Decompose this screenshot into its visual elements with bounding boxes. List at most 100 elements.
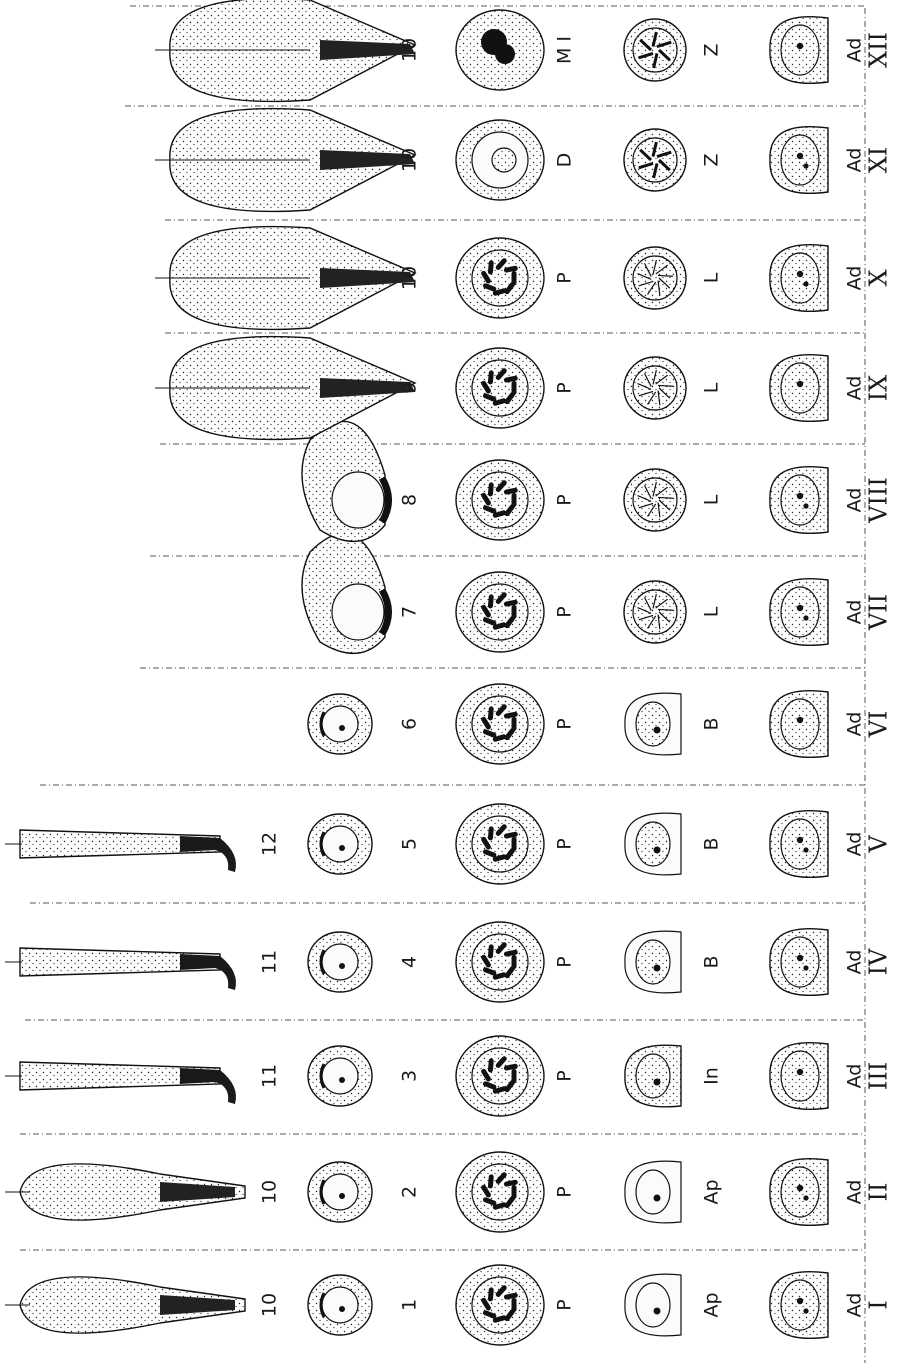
late-spermatocyte-label: P [554, 718, 576, 729]
elongated-spermatid-step-label: 11 [259, 950, 281, 974]
stage-numeral: XII [865, 32, 893, 68]
spermatid-step-label: 3 [399, 1070, 421, 1082]
early-cell-label: L [701, 382, 723, 393]
late-spermatocyte-label: P [554, 1186, 576, 1197]
nucleolus [654, 1079, 661, 1086]
early-cell-label: Ap [701, 1179, 723, 1204]
nucleolus [339, 1193, 345, 1199]
stage-numeral: VI [865, 711, 893, 739]
late-spermatocyte-label: P [554, 1299, 576, 1310]
spermatogonium-label: Ad [844, 1180, 866, 1205]
nucleus [781, 1280, 819, 1330]
nucleus [472, 584, 528, 640]
nucleus [322, 706, 358, 742]
nucleus [636, 1054, 670, 1098]
nucleolus [797, 605, 803, 611]
spermatid-step-label: 8 [399, 494, 421, 506]
elongated-spermatid-step-11 [5, 1062, 236, 1104]
late-spermatocyte-label: D [554, 153, 576, 168]
early-germ-cell-ap [625, 1161, 681, 1223]
spermatogonium-ad-cell [770, 17, 828, 84]
nucleolus [797, 43, 803, 49]
nucleolus [339, 1077, 345, 1083]
nucleolus [797, 153, 803, 159]
nucleus [472, 472, 528, 528]
nucleus [472, 250, 528, 306]
chromatin-thread [658, 385, 673, 386]
column-dividers [20, 6, 865, 1363]
nucleus [332, 584, 384, 640]
elongated-spermatid-step-label: 10 [259, 1180, 281, 1204]
spermatid-step-10 [155, 227, 415, 330]
early-cell-label: L [701, 494, 723, 505]
early-germ-cell-b [625, 813, 681, 875]
chromatin-thread [658, 609, 673, 610]
nucleus [472, 696, 528, 752]
spermatogonium-ad-cell [770, 467, 828, 534]
spermatogonium-ad-cell [770, 811, 828, 878]
early-cell-label: L [701, 606, 723, 617]
nucleolus [339, 725, 345, 731]
nucleolus [654, 847, 661, 854]
early-germ-cell-z [624, 19, 686, 81]
nucleolus [797, 1298, 803, 1304]
late-spermatocyte-p [456, 348, 544, 428]
nucleolus [797, 381, 803, 387]
spermatid-step-8 [302, 421, 389, 541]
nucleus [472, 360, 528, 416]
spermatogonium-ad-cell [770, 929, 828, 996]
early-cell-label: Z [701, 43, 723, 56]
nucleus [781, 699, 819, 749]
late-spermatocyte-p [456, 1036, 544, 1116]
elongated-spermatid-step-12 [5, 830, 236, 872]
spermatogonium-ad-cell [770, 691, 828, 758]
nucleus [781, 135, 819, 185]
stage-labels: IAdApP110IIAdApP210IIIAdInP311IVAdBP411V… [259, 32, 893, 1318]
nucleolus [339, 1306, 345, 1312]
late-spermatocyte-label: P [554, 956, 576, 967]
stage-numeral: V [865, 835, 893, 854]
late-spermatocyte-label: M I [554, 36, 576, 64]
late-spermatocyte-label: P [554, 382, 576, 393]
late-spermatocyte-d [456, 120, 544, 200]
spermatogonium-ad-cell [770, 1272, 828, 1339]
elongated-spermatid-step-11 [5, 948, 236, 990]
nucleus [633, 478, 677, 522]
chromatin-thread [658, 275, 673, 276]
early-germ-cell-l [624, 469, 686, 531]
early-germ-cell-in [625, 1045, 681, 1107]
nucleolus [339, 845, 345, 851]
late-spermatocyte-label: P [554, 494, 576, 505]
early-germ-cell-l [624, 581, 686, 643]
nucleus [781, 475, 819, 525]
nucleus [322, 826, 358, 862]
nucleus [781, 1167, 819, 1217]
spermatogonium-ad-cell [770, 127, 828, 194]
late-spermatocyte-p [456, 804, 544, 884]
stage-numeral: I [865, 1300, 893, 1309]
spermatogonium-label: Ad [844, 148, 866, 173]
nucleus [636, 1170, 670, 1214]
spermatid-step-label: 10 [399, 148, 421, 172]
spermatid-step-10 [155, 0, 415, 101]
late-spermatocyte-p [456, 684, 544, 764]
nucleolus [797, 1185, 803, 1191]
stage-numeral: III [865, 1062, 893, 1090]
spermatid-step-label: 5 [399, 838, 421, 850]
nucleus [472, 1048, 528, 1104]
late-spermatocyte-p [456, 922, 544, 1002]
early-germ-cell-z [624, 129, 686, 191]
nucleolus [797, 717, 803, 723]
spermatid-step-3 [308, 1046, 372, 1106]
spermatogonium-label: Ad [844, 1293, 866, 1318]
spermatogonium-label: Ad [844, 376, 866, 401]
nucleolus [339, 963, 345, 969]
nucleus [322, 1058, 358, 1094]
nucleus [472, 1164, 528, 1220]
early-germ-cell-l [624, 247, 686, 309]
early-cell-label: In [701, 1067, 723, 1085]
elongated-spermatid-step-10 [5, 1164, 245, 1220]
chromosome-cluster [481, 29, 507, 55]
spermatogonium-ad-cell [770, 355, 828, 422]
nucleolus [803, 965, 808, 970]
